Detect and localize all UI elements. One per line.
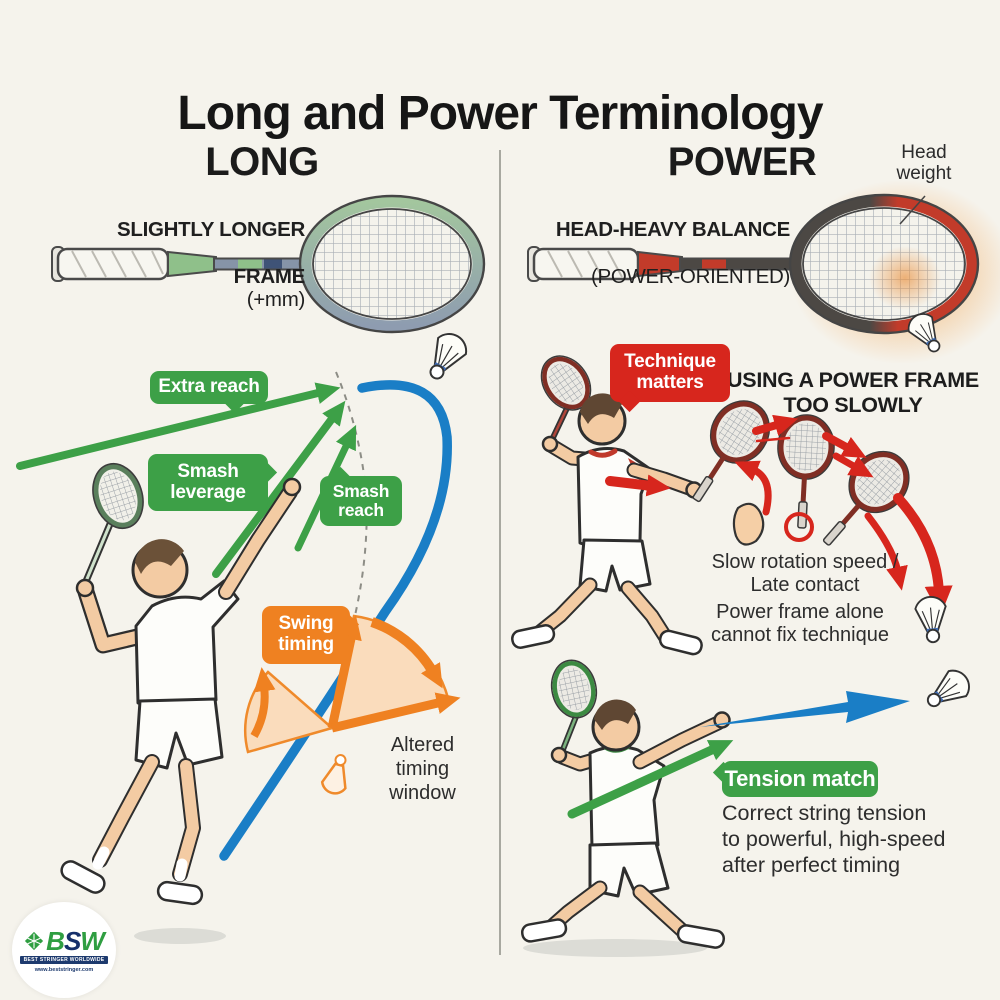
bsw-url: www.beststringer.com xyxy=(34,966,94,973)
long-sub-line2-rest: (+mm) xyxy=(246,288,306,312)
bsw-letter-w: W xyxy=(80,925,105,956)
altered-timing-note: Altered timing window xyxy=(389,734,456,804)
tension-match-label: Tension match xyxy=(722,761,878,797)
player-tension-racket xyxy=(550,659,598,760)
tension-match-arrow xyxy=(567,740,734,819)
bsw-tagline: BEST STRINGER WORLDWIDE xyxy=(19,955,109,964)
power-section-heading: POWER xyxy=(667,140,817,184)
bsw-logo-icon xyxy=(25,931,44,950)
power-frame-note: Power frame alone cannot fix technique xyxy=(711,601,889,646)
player-power-racket xyxy=(540,355,592,449)
smash-leverage-arrow xyxy=(212,400,346,578)
shuttle-trajectory-curve xyxy=(219,380,452,861)
grip-highlight-circle xyxy=(784,512,814,542)
extra-reach-label: Extra reach xyxy=(150,371,268,404)
bsw-logo-text: BSW xyxy=(46,925,105,956)
swing-timing-fan xyxy=(243,614,461,795)
head-weight-pointer xyxy=(899,195,926,225)
body-to-grip-arrow xyxy=(605,474,671,497)
shuttlecock-hit xyxy=(919,664,976,717)
pronation-hand xyxy=(732,502,765,546)
slow-rotation-note: Slow rotation speed / Late contact xyxy=(711,551,899,596)
power-sub-line2: (POWER-ORIENTED) xyxy=(590,265,790,289)
bsw-logo: BSW BEST STRINGER WORLDWIDE www.beststri… xyxy=(12,902,116,998)
racket-rotation-sequence xyxy=(672,390,921,562)
slow-swing-arrows xyxy=(605,414,953,616)
long-section-subheading: SLIGHTLY LONGER FRAME (+mm) xyxy=(95,195,305,312)
sweet-spot-heat xyxy=(869,246,941,310)
smash-reach-label: Smash reach xyxy=(320,476,402,526)
long-sub-line1: SLIGHTLY LONGER xyxy=(117,218,305,242)
technique-matters-label: Technique matters xyxy=(610,344,730,402)
player-tension-shadow xyxy=(523,939,707,957)
player-tension-swing xyxy=(520,659,731,957)
extra-reach-arrow xyxy=(16,382,341,470)
bsw-letter-b: B xyxy=(46,925,65,956)
player-long-racket xyxy=(80,462,144,590)
mini-shuttle-orange xyxy=(320,754,347,795)
power-section-subheading: HEAD-HEAVY BALANCE (POWER-ORIENTED) xyxy=(540,195,790,288)
power-racket-illustration xyxy=(527,180,1000,364)
long-sub-line2-bold: FRAME xyxy=(233,265,306,289)
long-racket-illustration xyxy=(51,194,486,334)
page-title: Long and Power Terminology xyxy=(177,87,823,141)
bsw-letter-s: S xyxy=(63,925,81,956)
head-weight-label: Head weight xyxy=(896,142,952,185)
tension-note: Correct string tension to powerful, high… xyxy=(722,801,946,877)
player-long-shadow xyxy=(134,928,226,944)
long-section-heading: LONG xyxy=(205,140,319,184)
power-sub-line1: HEAD-HEAVY BALANCE xyxy=(555,218,790,242)
high-speed-shot-arrow xyxy=(700,691,910,727)
smash-leverage-label: Smash leverage xyxy=(148,454,268,511)
shuttlecock-apex xyxy=(418,327,473,387)
power-scenario-title: USING A POWER FRAME TOO SLOWLY xyxy=(727,368,979,417)
player-long-smash xyxy=(60,462,302,944)
swing-timing-label: Swing timing xyxy=(262,606,350,664)
